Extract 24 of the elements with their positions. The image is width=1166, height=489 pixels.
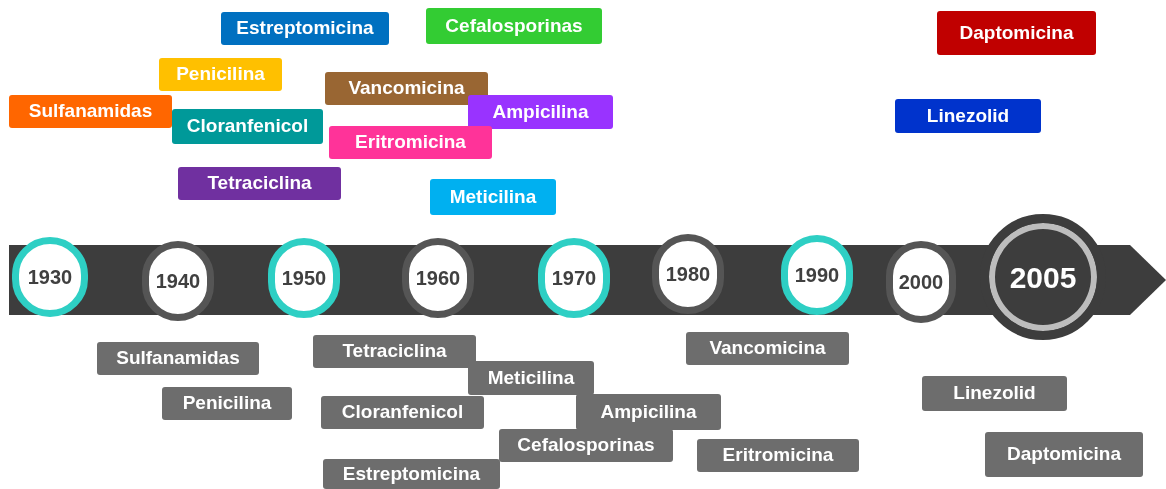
drug-label: Cloranfenicol — [321, 396, 484, 429]
drug-label: Daptomicina — [985, 432, 1143, 477]
drug-label: Estreptomicina — [323, 459, 500, 489]
drug-label: Tetraciclina — [178, 167, 341, 200]
drug-label: Vancomicina — [686, 332, 849, 365]
drug-label: Penicilina — [162, 387, 292, 420]
drug-label: Eritromicina — [329, 126, 492, 159]
drug-label: Vancomicina — [325, 72, 488, 105]
drug-label: Linezolid — [922, 376, 1067, 411]
drug-label: Ampicilina — [468, 95, 613, 129]
drug-label: Cloranfenicol — [172, 109, 323, 144]
drug-label: Penicilina — [159, 58, 282, 91]
drug-label: Cefalosporinas — [426, 8, 602, 44]
drug-label: Meticilina — [430, 179, 556, 215]
drug-label: Sulfanamidas — [9, 95, 172, 128]
drug-label: Sulfanamidas — [97, 342, 259, 375]
drug-label: Cefalosporinas — [499, 429, 673, 462]
drug-label: Ampicilina — [576, 394, 721, 430]
drug-label: Eritromicina — [697, 439, 859, 472]
drug-label: Meticilina — [468, 361, 594, 395]
drug-label: Linezolid — [895, 99, 1041, 133]
drug-label: Daptomicina — [937, 11, 1096, 55]
drug-label: Estreptomicina — [221, 12, 389, 45]
drug-label: Tetraciclina — [313, 335, 476, 368]
